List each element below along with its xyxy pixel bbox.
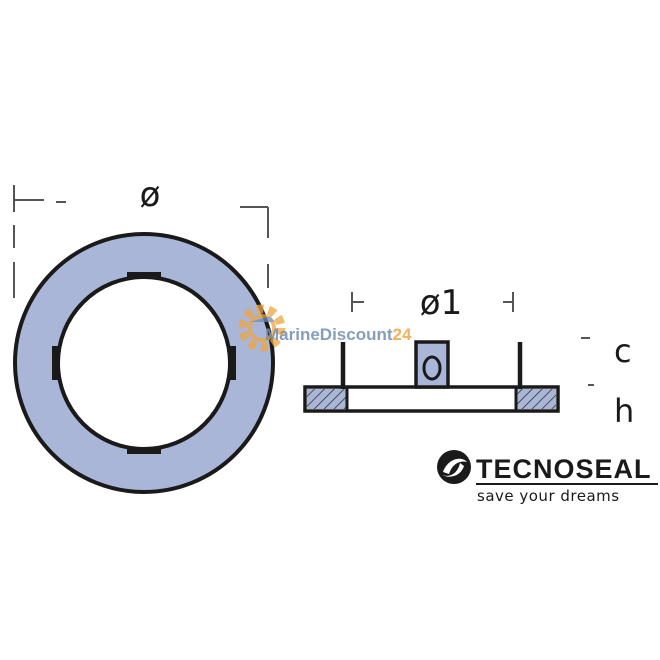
thickness-c-label: c: [614, 332, 632, 370]
inner-diameter-dimension: [351, 292, 514, 312]
thickness-h-label: h: [614, 392, 634, 430]
outer-diameter-dimension: [13, 185, 269, 298]
brand-name: TECNOSEAL: [476, 454, 652, 484]
lug-left: [52, 346, 59, 380]
watermark-text-left: MarineDiscount: [265, 325, 393, 344]
section-hatch-right: [516, 389, 556, 409]
outer-diameter-label: ø: [140, 175, 161, 215]
section-hatch-left: [307, 389, 347, 409]
lug-right: [229, 346, 236, 380]
watermark-text: MarineDiscount24: [265, 325, 412, 344]
anode-side-section: [303, 340, 560, 413]
inner-diameter-label: ø1: [420, 283, 462, 323]
thickness-dimension-ticks: [581, 337, 594, 386]
lug-top: [127, 272, 161, 279]
tecnoseal-logo: TECNOSEAL save your dreams: [437, 450, 658, 505]
tecnoseal-swirl-icon: [437, 450, 471, 484]
ring-anode-front-view: [13, 232, 275, 494]
gear-icon: [238, 304, 286, 352]
brand-tagline: save your dreams: [477, 487, 620, 505]
watermark-text-right: 24: [393, 325, 412, 344]
lug-bottom: [127, 447, 161, 454]
